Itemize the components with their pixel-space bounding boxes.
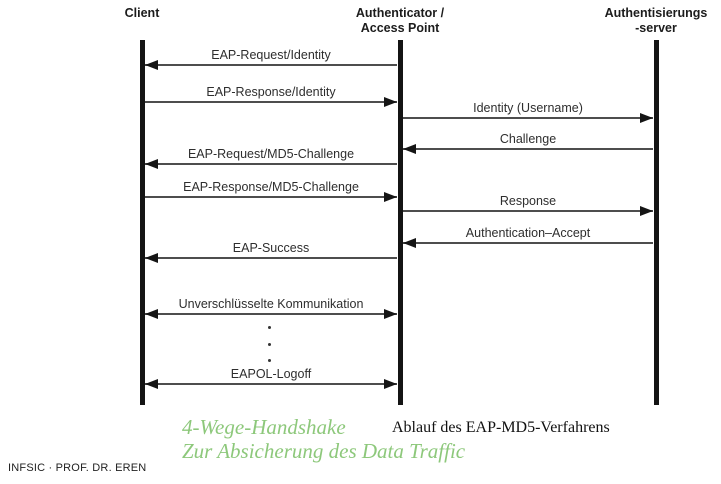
arrowhead-right (384, 379, 397, 389)
handshake-heading-line2: Zur Absicherung des Data Traffic (182, 439, 466, 463)
message-label: Identity (Username) (473, 101, 583, 115)
ellipsis-dot (268, 343, 271, 346)
arrowhead-right (384, 97, 397, 107)
actor-label-line: Authentisierungs (604, 6, 708, 20)
lifeline-authenticator (397, 40, 403, 405)
lifeline-server (653, 40, 659, 405)
arrowhead-left (403, 238, 416, 248)
arrowhead-right (640, 113, 653, 123)
message-label: EAP-Response/Identity (206, 85, 336, 99)
actor-label-client: Client (125, 6, 160, 21)
message-line (145, 101, 397, 103)
message-line (145, 257, 397, 259)
message-label: EAP-Success (232, 241, 310, 255)
arrowhead-left (145, 379, 158, 389)
message-line (145, 313, 397, 315)
arrowhead-left (145, 309, 158, 319)
arrowhead-right (384, 309, 397, 319)
ellipsis-dot (268, 326, 271, 329)
arrowhead-left (145, 159, 158, 169)
message-label: EAPOL-Logoff (230, 367, 312, 381)
lifeline-client (139, 40, 145, 405)
arrowhead-left (145, 60, 158, 70)
message-label: Challenge (499, 132, 557, 146)
message-line (145, 64, 397, 66)
actor-label-server: Authentisierungs-server (605, 6, 708, 36)
message-line (145, 196, 397, 198)
message-label: Response (499, 194, 557, 208)
message-line (145, 383, 397, 385)
ellipsis-dot (268, 359, 271, 362)
handshake-heading-line1: 4-Wege-Handshake (182, 415, 346, 439)
arrowhead-left (403, 144, 416, 154)
message-label: EAP-Response/MD5-Challenge (183, 180, 359, 194)
message-label: Authentication–Accept (465, 226, 591, 240)
arrowhead-left (145, 253, 158, 263)
actor-label-line: Authenticator / (355, 6, 445, 20)
message-line (145, 163, 397, 165)
actor-label-line: Access Point (360, 21, 440, 35)
message-line (403, 117, 653, 119)
message-label: Unverschlüsselte Kommunikation (178, 297, 364, 311)
arrowhead-right (640, 206, 653, 216)
footer-credit: INFSIC · PROF. DR. EREN (8, 462, 147, 474)
message-line (403, 210, 653, 212)
arrowhead-right (384, 192, 397, 202)
message-label: EAP-Request/MD5-Challenge (187, 147, 355, 161)
actor-label-line: -server (635, 21, 677, 35)
message-line (403, 148, 653, 150)
actor-label-authenticator: Authenticator /Access Point (356, 6, 444, 36)
actor-label-line: Client (124, 6, 160, 20)
message-line (403, 242, 653, 244)
diagram-caption: Ablauf des EAP-MD5-Verfahrens (392, 419, 610, 436)
message-label: EAP-Request/Identity (211, 48, 331, 62)
